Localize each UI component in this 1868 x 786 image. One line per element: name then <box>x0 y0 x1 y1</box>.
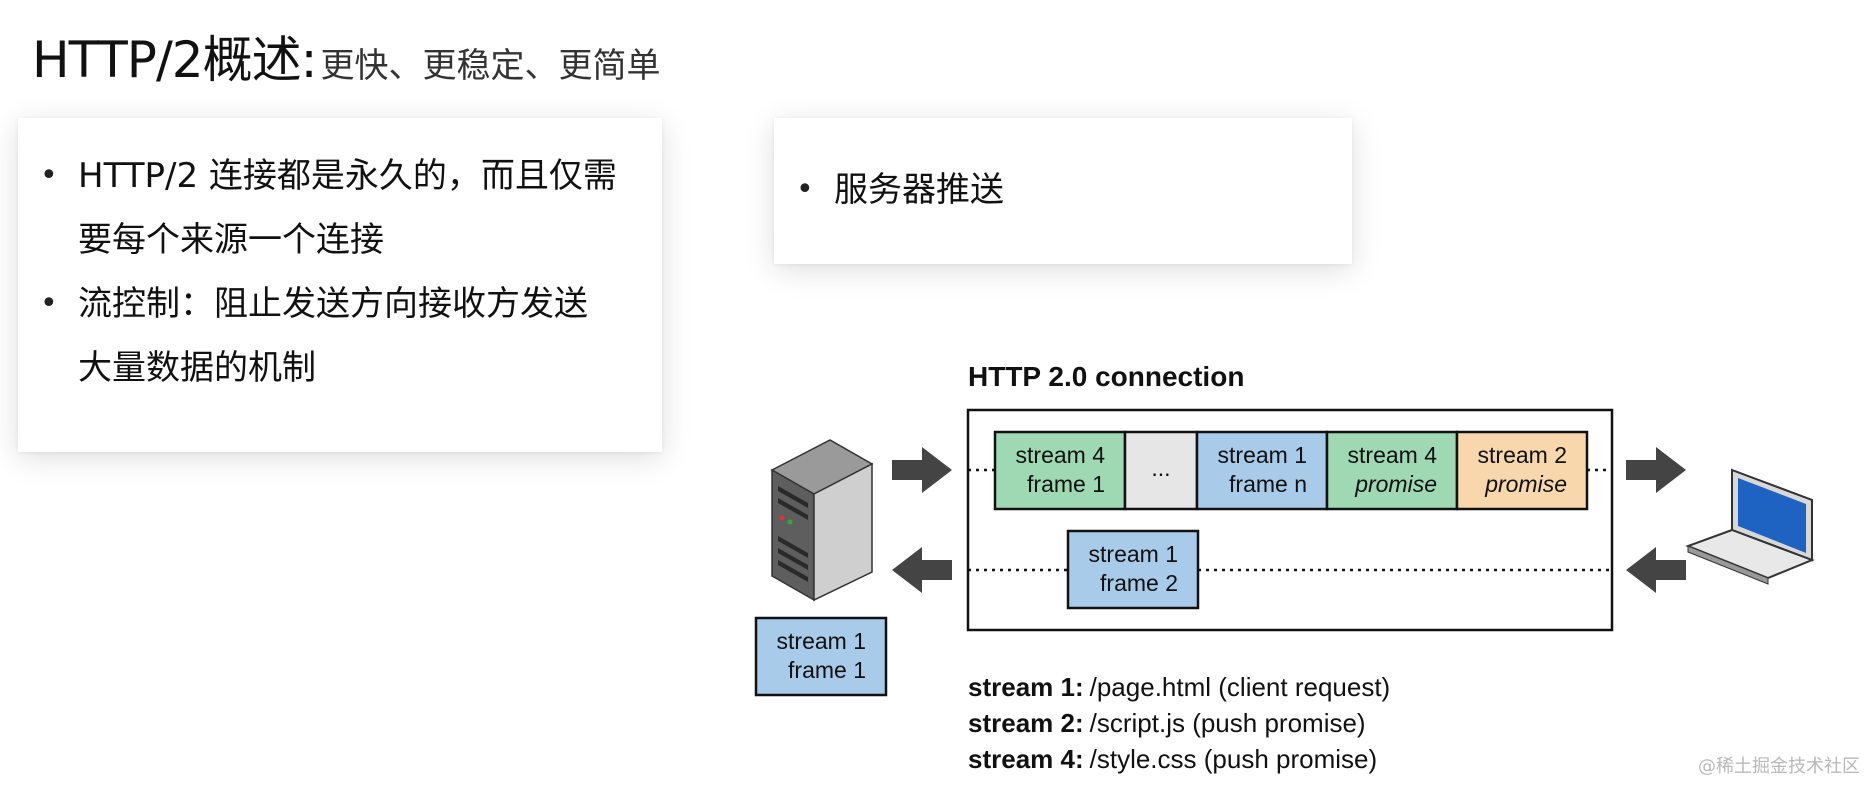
frame-stream1-frame2: stream 1 frame 2 <box>1066 529 1200 610</box>
bullet-item: • 流控制：阻止发送方向接收方发送 大量数据的机制 <box>40 272 617 400</box>
right-bullet-card: • 服务器推送 <box>774 118 1352 264</box>
arrow-left-icon <box>1626 547 1686 593</box>
bullet-dot: • <box>796 172 814 207</box>
left-bullet-card: • HTTP/2 连接都是永久的，而且仅需 要每个来源一个连接 • 流控制：阻止… <box>18 118 662 452</box>
right-bullet-list: • 服务器推送 <box>796 158 1004 222</box>
legend-row: stream 1:/page.html (client request) <box>968 672 1390 702</box>
frame-stream4-frame1: stream 4 frame 1 <box>993 430 1127 511</box>
server-icon <box>770 439 874 602</box>
title-main: HTTP/2概述: <box>32 31 317 89</box>
bullet-line: 流控制：阻止发送方向接收方发送 <box>78 284 588 324</box>
frame-stream2-promise: stream 2 promise <box>1455 430 1589 511</box>
svg-text:stream 1: stream 1 <box>1218 442 1307 468</box>
bullet-line: 大量数据的机制 <box>78 348 316 388</box>
frame-stream1-framen: stream 1 frame n <box>1195 430 1329 511</box>
svg-text:frame 2: frame 2 <box>1100 570 1178 596</box>
svg-text:promise: promise <box>1354 471 1437 497</box>
svg-text:stream 4: stream 4 <box>1016 442 1106 468</box>
svg-text:promise: promise <box>1484 471 1567 497</box>
svg-text:frame 1: frame 1 <box>1027 471 1105 497</box>
laptop-icon <box>1685 468 1815 585</box>
arrow-left-icon <box>892 547 952 593</box>
svg-text:stream 4: stream 4 <box>1348 442 1438 468</box>
bullet-line: 要每个来源一个连接 <box>78 220 384 260</box>
legend-row: stream 4:/style.css (push promise) <box>968 744 1377 774</box>
slide-title: HTTP/2概述:更快、更稳定、更简单 <box>32 20 660 92</box>
bullet-dot: • <box>40 286 58 321</box>
bullet-line: HTTP/2 连接都是永久的，而且仅需 <box>78 156 617 196</box>
legend-row: stream 2:/script.js (push promise) <box>968 708 1366 738</box>
title-subtitle: 更快、更稳定、更简单 <box>320 46 661 86</box>
frame-stream4-promise: stream 4 promise <box>1325 430 1459 511</box>
svg-text:stream 2: stream 2 <box>1478 442 1567 468</box>
bullet-line: 服务器推送 <box>834 170 1004 210</box>
arrow-right-icon <box>892 447 952 493</box>
frame-ellipsis: ... <box>1123 430 1199 511</box>
bullet-item: • 服务器推送 <box>796 158 1004 222</box>
stream-legend: stream 1:/page.html (client request) str… <box>968 672 1390 774</box>
bullet-item: • HTTP/2 连接都是永久的，而且仅需 要每个来源一个连接 <box>40 144 617 272</box>
svg-text:frame n: frame n <box>1229 471 1307 497</box>
connection-label: HTTP 2.0 connection <box>968 361 1244 392</box>
svg-text:stream 1: stream 1 <box>777 628 866 654</box>
watermark: @稀土掘金技术社区 <box>1698 756 1860 777</box>
svg-text:frame 1: frame 1 <box>788 657 866 683</box>
frame-stream1-frame1-server: stream 1 frame 1 <box>754 616 888 697</box>
arrow-right-icon <box>1626 447 1686 493</box>
left-bullet-list: • HTTP/2 连接都是永久的，而且仅需 要每个来源一个连接 • 流控制：阻止… <box>40 144 617 400</box>
svg-text:...: ... <box>1151 455 1170 481</box>
svg-text:stream 1: stream 1 <box>1089 541 1178 567</box>
bullet-dot: • <box>40 158 58 193</box>
